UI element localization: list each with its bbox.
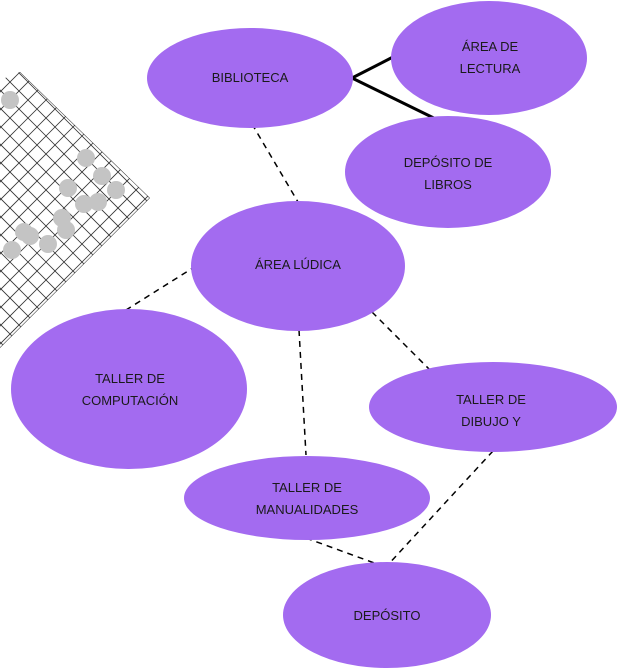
board-stone: [59, 179, 77, 197]
grid-line: [0, 72, 150, 348]
grid-line: [0, 72, 150, 348]
edge-biblioteca-area-ludica: [251, 123, 299, 203]
node-area-ludica: [191, 201, 405, 331]
board-stone: [1, 91, 19, 109]
grid-line: [0, 72, 23, 348]
node-taller-dibujo: [369, 362, 617, 452]
label-taller-computacion: TALLER DE COMPUTACIÓN: [81, 371, 179, 408]
label-deposito: DEPÓSITO: [353, 608, 421, 623]
nodes: [11, 1, 617, 668]
node-deposito-libros: [345, 116, 551, 228]
board-stone: [39, 235, 57, 253]
grid-line: [0, 72, 150, 348]
board-stone: [15, 223, 33, 241]
edge-taller-manualidades-deposito: [305, 537, 389, 569]
label-area-lectura: ÁREA DE LECTURA: [459, 39, 521, 76]
grid-line: [0, 72, 150, 348]
edges: [125, 55, 494, 569]
board-stone: [75, 195, 93, 213]
edge-biblioteca-deposito-libros: [351, 76, 447, 126]
board-stone: [57, 221, 75, 239]
label-taller-dibujo: TALLER DE DIBUJO Y: [456, 392, 526, 429]
board-stone: [93, 167, 111, 185]
node-deposito: [283, 562, 491, 668]
edge-area-ludica-taller-manualidades: [298, 329, 307, 456]
label-deposito-libros: DEPÓSITO DE LIBROS: [403, 155, 493, 192]
board-edge: [0, 72, 150, 348]
board-stone: [77, 149, 95, 167]
grid-line: [0, 72, 150, 348]
edge-area-ludica-taller-dibujo: [371, 311, 439, 379]
grid-line: [0, 72, 131, 348]
edge-area-ludica-taller-computacion: [125, 265, 197, 311]
edge-biblioteca-area-lectura: [351, 55, 394, 80]
node-taller-manualidades: [184, 456, 430, 540]
node-biblioteca: [147, 28, 353, 128]
node-taller-computacion: [11, 309, 247, 469]
label-taller-manualidades: TALLER DE MANUALIDADES: [255, 480, 359, 517]
label-biblioteca: BIBLIOTECA: [211, 70, 289, 85]
label-area-ludica: ÁREA LÚDICA: [255, 257, 341, 272]
board-stone: [3, 241, 21, 259]
board-stone: [107, 181, 125, 199]
grid-line: [0, 72, 113, 348]
edge-taller-dibujo-deposito: [384, 450, 494, 569]
node-area-lectura: [391, 1, 587, 115]
board-stone: [89, 193, 107, 211]
grid-line: [0, 72, 23, 348]
